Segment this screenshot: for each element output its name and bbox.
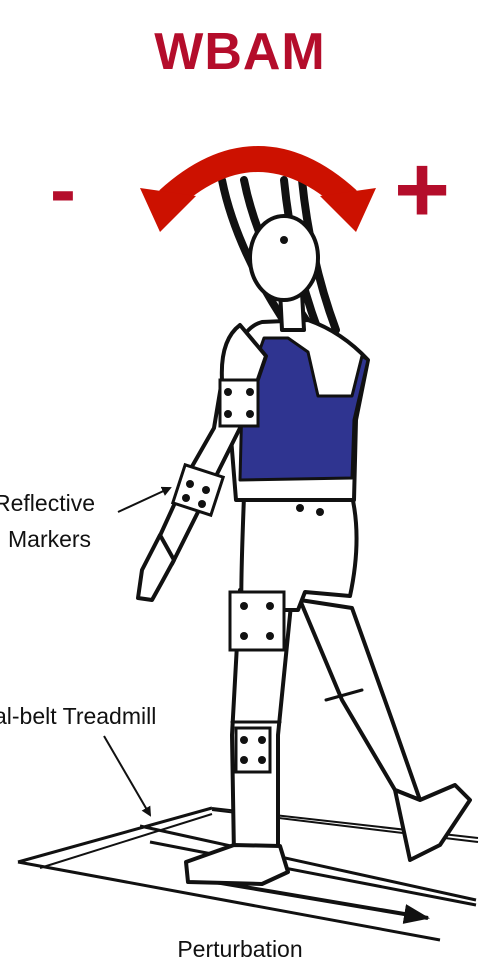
markers-leader-arrow — [118, 488, 170, 512]
positive-sign: + — [394, 142, 450, 238]
diagram-title: WBAM — [0, 22, 480, 82]
perturbation-arrow-icon — [215, 882, 428, 918]
markers-label-line1: Reflective — [0, 490, 95, 517]
markers-label-line2: Markers — [8, 526, 91, 553]
perturbation-label: Perturbation — [0, 936, 480, 963]
walking-figure-illustration — [138, 180, 470, 884]
treadmill-label: al-belt Treadmill — [0, 703, 156, 730]
negative-sign: - — [50, 150, 76, 228]
treadmill-leader-arrow — [104, 736, 150, 815]
